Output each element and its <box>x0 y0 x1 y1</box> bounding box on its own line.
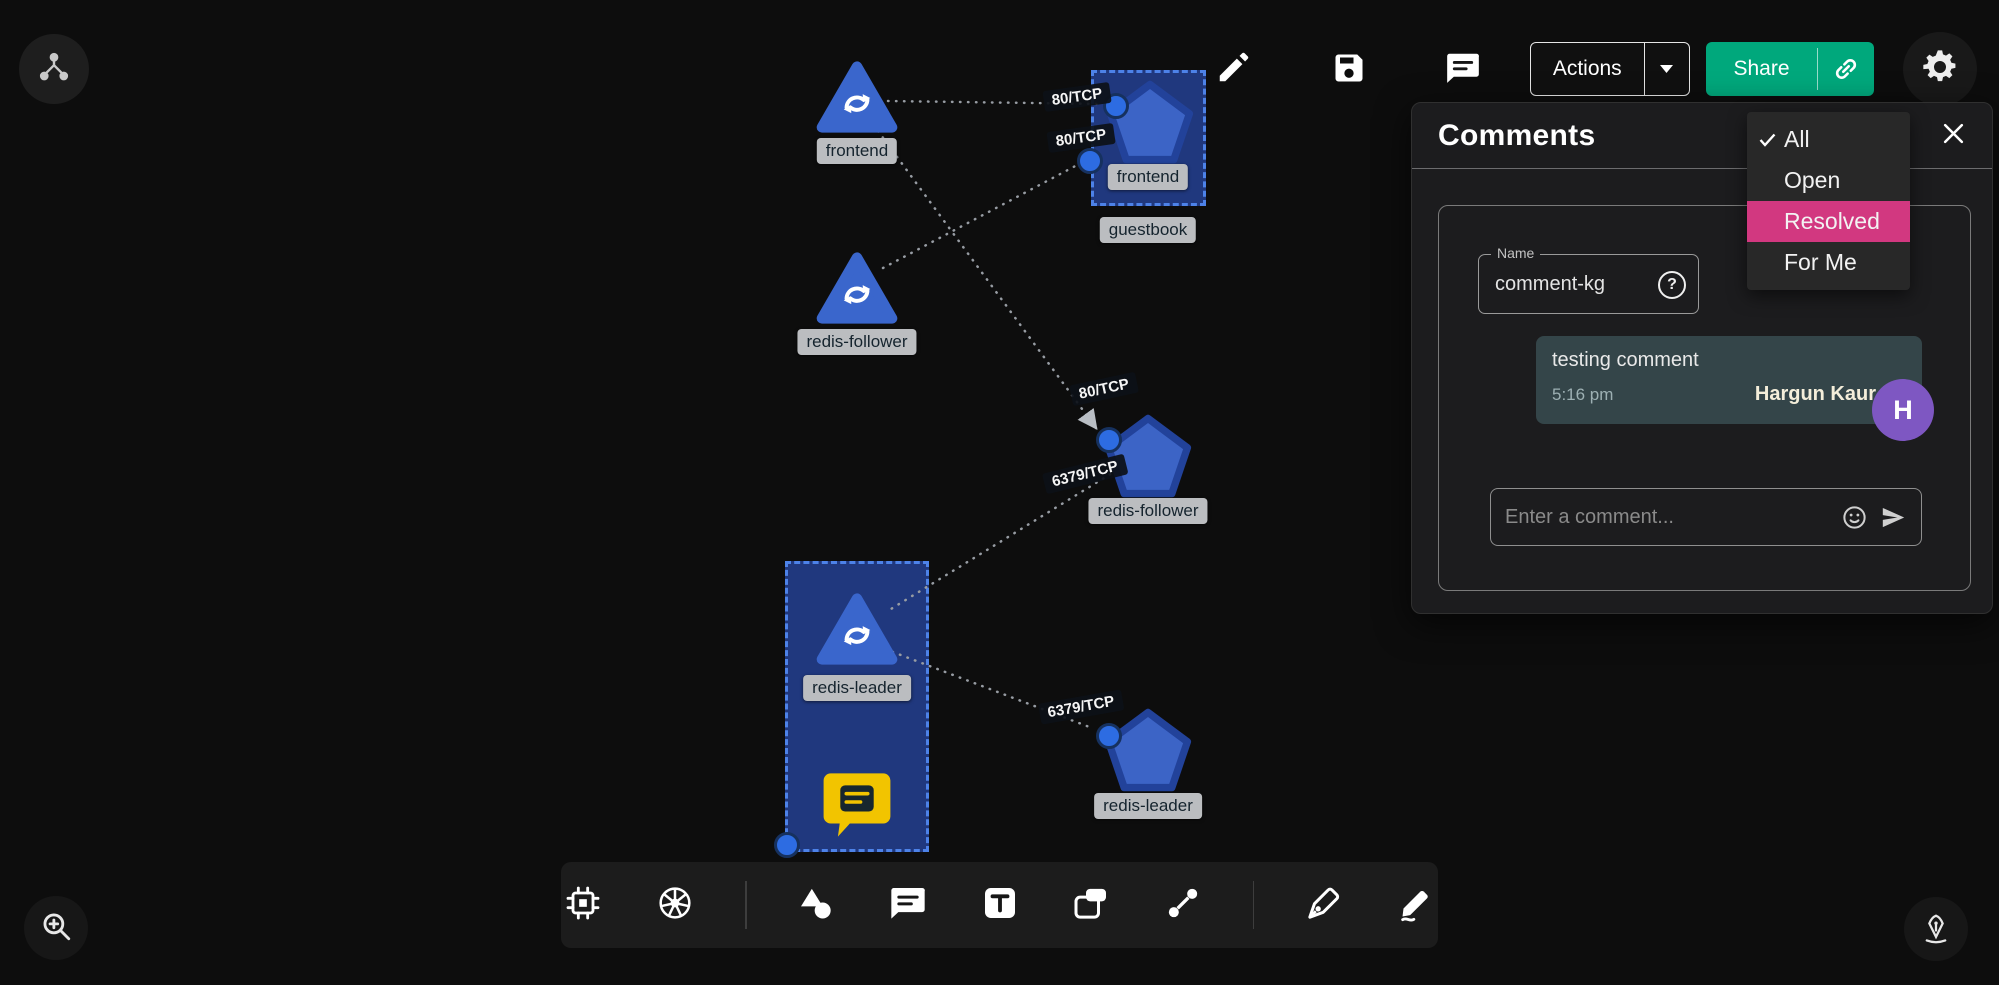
comment-note-icon[interactable] <box>821 771 893 844</box>
filter-option-resolved[interactable]: Resolved <box>1747 201 1910 242</box>
selection-label: guestbook <box>1099 217 1197 243</box>
save-icon <box>1331 50 1367 91</box>
zoom-button[interactable] <box>24 896 88 960</box>
share-label: Share <box>1733 57 1790 80</box>
hierarchy-button[interactable] <box>19 34 89 104</box>
comment-tool-button[interactable] <box>885 882 930 928</box>
smiley-icon <box>1843 505 1866 529</box>
comments-toggle-button[interactable] <box>1440 47 1486 93</box>
comment-tool-icon <box>888 883 928 928</box>
send-icon <box>1882 507 1905 527</box>
sketch-tool-button[interactable] <box>1393 882 1438 928</box>
send-button[interactable] <box>1880 504 1907 531</box>
name-field-label: Name <box>1491 245 1541 261</box>
hierarchy-icon <box>36 49 72 90</box>
comment-author: Hargun Kaur <box>1754 383 1876 405</box>
comment-text: testing comment <box>1552 349 1699 371</box>
redis-leader-deployment-node[interactable] <box>815 592 899 671</box>
comment-input-wrap <box>1490 488 1922 546</box>
name-field: Name ? <box>1478 245 1699 314</box>
comment-time: 5:16 pm <box>1552 385 1614 404</box>
text-tool-button[interactable] <box>977 882 1022 928</box>
bottom-toolbar <box>561 862 1438 948</box>
ink-pen-button[interactable] <box>1904 897 1968 961</box>
comment-input[interactable] <box>1505 505 1829 529</box>
comments-panel-body: Name ? testing comment 5:16 pm Hargun Ka… <box>1438 205 1971 591</box>
help-icon[interactable]: ? <box>1658 271 1686 299</box>
node-label: redis-follower <box>1088 498 1208 524</box>
frontend-deployment-node[interactable] <box>815 60 899 139</box>
filter-option-all[interactable]: All <box>1747 119 1910 160</box>
comments-panel-header: Comments <box>1412 103 1992 169</box>
settings-button[interactable] <box>1903 32 1977 106</box>
frontend-service-node[interactable] <box>1104 78 1196 171</box>
close-button[interactable] <box>1941 121 1966 151</box>
redis-leader-service-node[interactable] <box>1102 706 1194 799</box>
card-tool-button[interactable] <box>1069 882 1114 928</box>
connector-tool-icon <box>1163 883 1203 928</box>
comment-icon <box>1444 49 1482 92</box>
shapes-icon <box>796 883 836 928</box>
filter-option-for-me[interactable]: For Me <box>1747 242 1910 283</box>
filter-option-label: All <box>1784 126 1810 152</box>
node-label: redis-follower <box>797 329 917 355</box>
node-label: redis-leader <box>803 675 911 701</box>
node-label: frontend <box>1107 164 1189 190</box>
connector-tool-button[interactable] <box>1161 882 1206 928</box>
check-icon <box>1759 133 1776 147</box>
gear-icon <box>1920 47 1960 92</box>
filter-option-label: Resolved <box>1784 208 1880 234</box>
text-tool-icon <box>980 883 1020 928</box>
toolbar-divider <box>744 881 747 929</box>
pen-tool-icon <box>1304 883 1344 928</box>
filter-option-label: For Me <box>1784 249 1857 275</box>
close-icon <box>1943 123 1964 143</box>
filter-option-label: Open <box>1784 167 1841 193</box>
edit-button[interactable] <box>1211 46 1257 92</box>
actions-label: Actions <box>1552 57 1622 80</box>
avatar: H <box>1872 379 1934 441</box>
comment-item[interactable]: testing comment 5:16 pm Hargun Kaur <box>1536 336 1922 424</box>
sketch-tool-icon <box>1396 883 1436 928</box>
save-button[interactable] <box>1326 47 1372 93</box>
comment-meta: 5:16 pm Hargun Kaur <box>1552 383 1906 406</box>
edge-label: 80/TCP <box>1069 371 1139 407</box>
comments-panel-title: Comments <box>1438 118 1596 152</box>
chevron-down-icon <box>1660 64 1673 73</box>
actions-button[interactable]: Actions <box>1530 42 1690 96</box>
pencil-icon <box>1215 48 1253 91</box>
node-label: frontend <box>816 138 898 164</box>
kubernetes-icon <box>655 883 695 928</box>
link-icon <box>1835 59 1857 79</box>
filter-option-open[interactable]: Open <box>1747 160 1910 201</box>
toolbar-divider <box>1252 881 1255 929</box>
port-dot[interactable] <box>1096 723 1122 749</box>
kubernetes-tool-button[interactable] <box>653 882 698 928</box>
fountain-pen-icon <box>1919 910 1953 949</box>
actions-divider <box>1643 43 1645 95</box>
chip-tool-button[interactable] <box>561 882 606 928</box>
share-divider <box>1817 48 1818 90</box>
share-link-button[interactable] <box>1818 42 1874 96</box>
share-button[interactable]: Share <box>1706 42 1874 96</box>
pen-tool-button[interactable] <box>1301 882 1346 928</box>
redis-follower-deployment-node[interactable] <box>815 251 899 330</box>
port-dot[interactable] <box>774 832 800 858</box>
chip-icon <box>563 883 603 928</box>
shapes-tool-button[interactable] <box>794 882 839 928</box>
port-dot[interactable] <box>1096 427 1122 453</box>
actions-caret[interactable] <box>1645 43 1689 95</box>
port-dot[interactable] <box>1077 148 1103 174</box>
zoom-in-icon <box>39 909 73 948</box>
node-label: redis-leader <box>1094 793 1202 819</box>
emoji-button[interactable] <box>1841 504 1868 531</box>
card-tool-icon <box>1071 883 1111 928</box>
